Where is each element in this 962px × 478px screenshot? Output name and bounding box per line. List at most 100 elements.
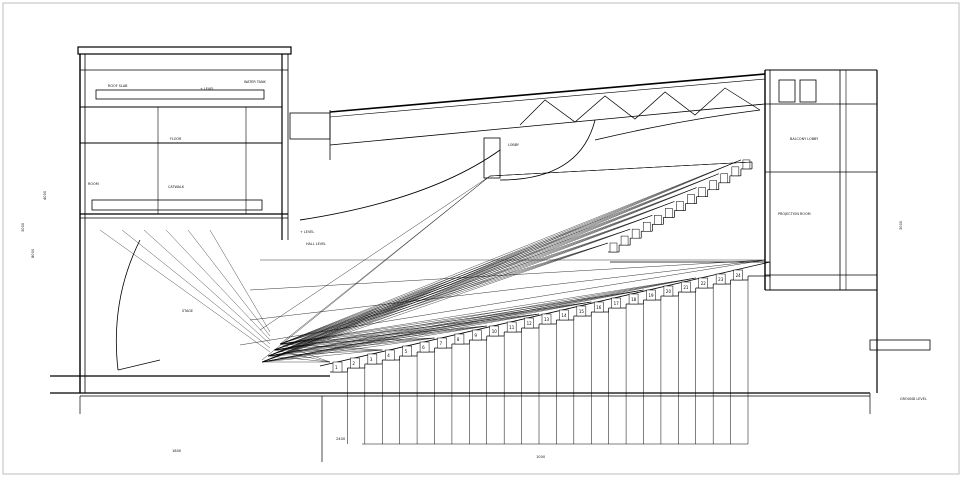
seat (541, 313, 552, 325)
sight-line (273, 301, 592, 351)
roof-level-label: + LEVEL (200, 87, 214, 91)
projection-room-label: PROJECTION ROOM (778, 212, 811, 216)
stage-label: STAGE (182, 309, 193, 313)
seat (576, 305, 587, 317)
ground-level-label: GROUND LEVEL (900, 397, 927, 401)
row-number: 13 (544, 317, 550, 322)
seat (646, 289, 656, 301)
sight-line (273, 349, 331, 363)
row-number: 5 (405, 349, 408, 354)
balcony-lobby-label: BALCONY LOBBY (790, 137, 819, 141)
water-tank-label: WATER TANK (244, 80, 267, 84)
stage-sight-line (209, 229, 271, 333)
seat (350, 357, 360, 369)
row-number: 7 (440, 341, 443, 346)
row-number: 1 (335, 365, 338, 370)
row-number: 10 (492, 329, 498, 334)
seat (402, 345, 412, 357)
projection-beam (239, 259, 766, 346)
sight-line (273, 159, 741, 351)
dim-label-4: 3000 (21, 222, 25, 232)
dim-label-3: 2400 (336, 437, 346, 441)
reflection-line (261, 175, 491, 361)
row-number: 17 (614, 301, 620, 306)
projection-beam (249, 259, 766, 321)
seat (419, 341, 430, 353)
sight-line (273, 215, 653, 351)
balcony-seat (642, 221, 651, 232)
sight-line (261, 301, 592, 363)
reflection-line (279, 175, 491, 345)
row-number: 6 (422, 345, 425, 350)
lobby-label: LOBBY (508, 143, 520, 147)
reflection-line (489, 161, 753, 177)
dim-label-7: 3000 (899, 220, 903, 230)
stage-sight-line (143, 229, 271, 345)
seat (733, 269, 743, 281)
sight-line (279, 343, 383, 351)
sight-line (279, 277, 696, 345)
seat (506, 321, 517, 333)
sight-line (273, 313, 540, 351)
room-label: ROOM (88, 182, 99, 186)
hall-level-label: HALL LEVEL (306, 242, 326, 246)
balcony-seat (742, 159, 751, 170)
balcony-seat (620, 235, 629, 246)
sight-line (279, 343, 331, 363)
balcony-seat (609, 242, 618, 253)
sight-line (279, 173, 719, 345)
seat (524, 317, 534, 329)
seat (628, 293, 639, 305)
seat (489, 325, 499, 337)
seat (437, 337, 447, 349)
sight-line (279, 313, 540, 345)
seat (681, 281, 691, 293)
sight-line (267, 325, 487, 357)
stage-sight-line (165, 229, 271, 341)
row-number: 3 (370, 357, 373, 362)
sight-line (279, 215, 653, 345)
seat (385, 349, 395, 361)
sight-line (261, 187, 697, 363)
row-number: 11 (509, 325, 515, 330)
drawing-labels: ROOF SLAB + LEVEL WATER TANK FLOOR ROOM … (88, 80, 927, 401)
stage-sight-line (121, 229, 271, 349)
sight-line (279, 187, 697, 345)
balcony-seat (698, 187, 706, 197)
sight-line (267, 337, 435, 357)
dimension-labels: 1800 1000 2400 3000 8000 4000 3000 (21, 190, 903, 459)
row-number: 4 (387, 353, 390, 358)
seat (715, 273, 726, 285)
sight-line (273, 242, 609, 351)
sight-line (267, 313, 540, 357)
balcony-seat (665, 208, 673, 218)
row-number: 21 (683, 285, 689, 290)
row-number: 2 (352, 361, 355, 366)
row-number: 22 (701, 281, 707, 286)
row-number: 23 (718, 277, 724, 282)
sight-line (279, 228, 631, 345)
sight-line (279, 159, 741, 345)
balcony-seat (631, 228, 640, 239)
sight-line (267, 228, 631, 357)
sight-line (279, 337, 435, 345)
roof-slab-label: ROOF SLAB (108, 84, 128, 88)
seating-hall (99, 159, 770, 445)
dim-label-6: 4000 (43, 190, 47, 200)
row-number: 9 (474, 333, 477, 338)
sight-line (279, 201, 675, 345)
row-number: 24 (736, 273, 742, 278)
seat (367, 353, 378, 365)
balcony-seat (654, 215, 662, 225)
sight-line (261, 277, 696, 363)
projection-beam (249, 259, 766, 291)
sight-line (267, 277, 696, 357)
row-number: 16 (596, 305, 602, 310)
row-number: 19 (649, 293, 655, 298)
sight-line (273, 325, 487, 351)
seat (594, 301, 604, 313)
seat (472, 329, 482, 341)
